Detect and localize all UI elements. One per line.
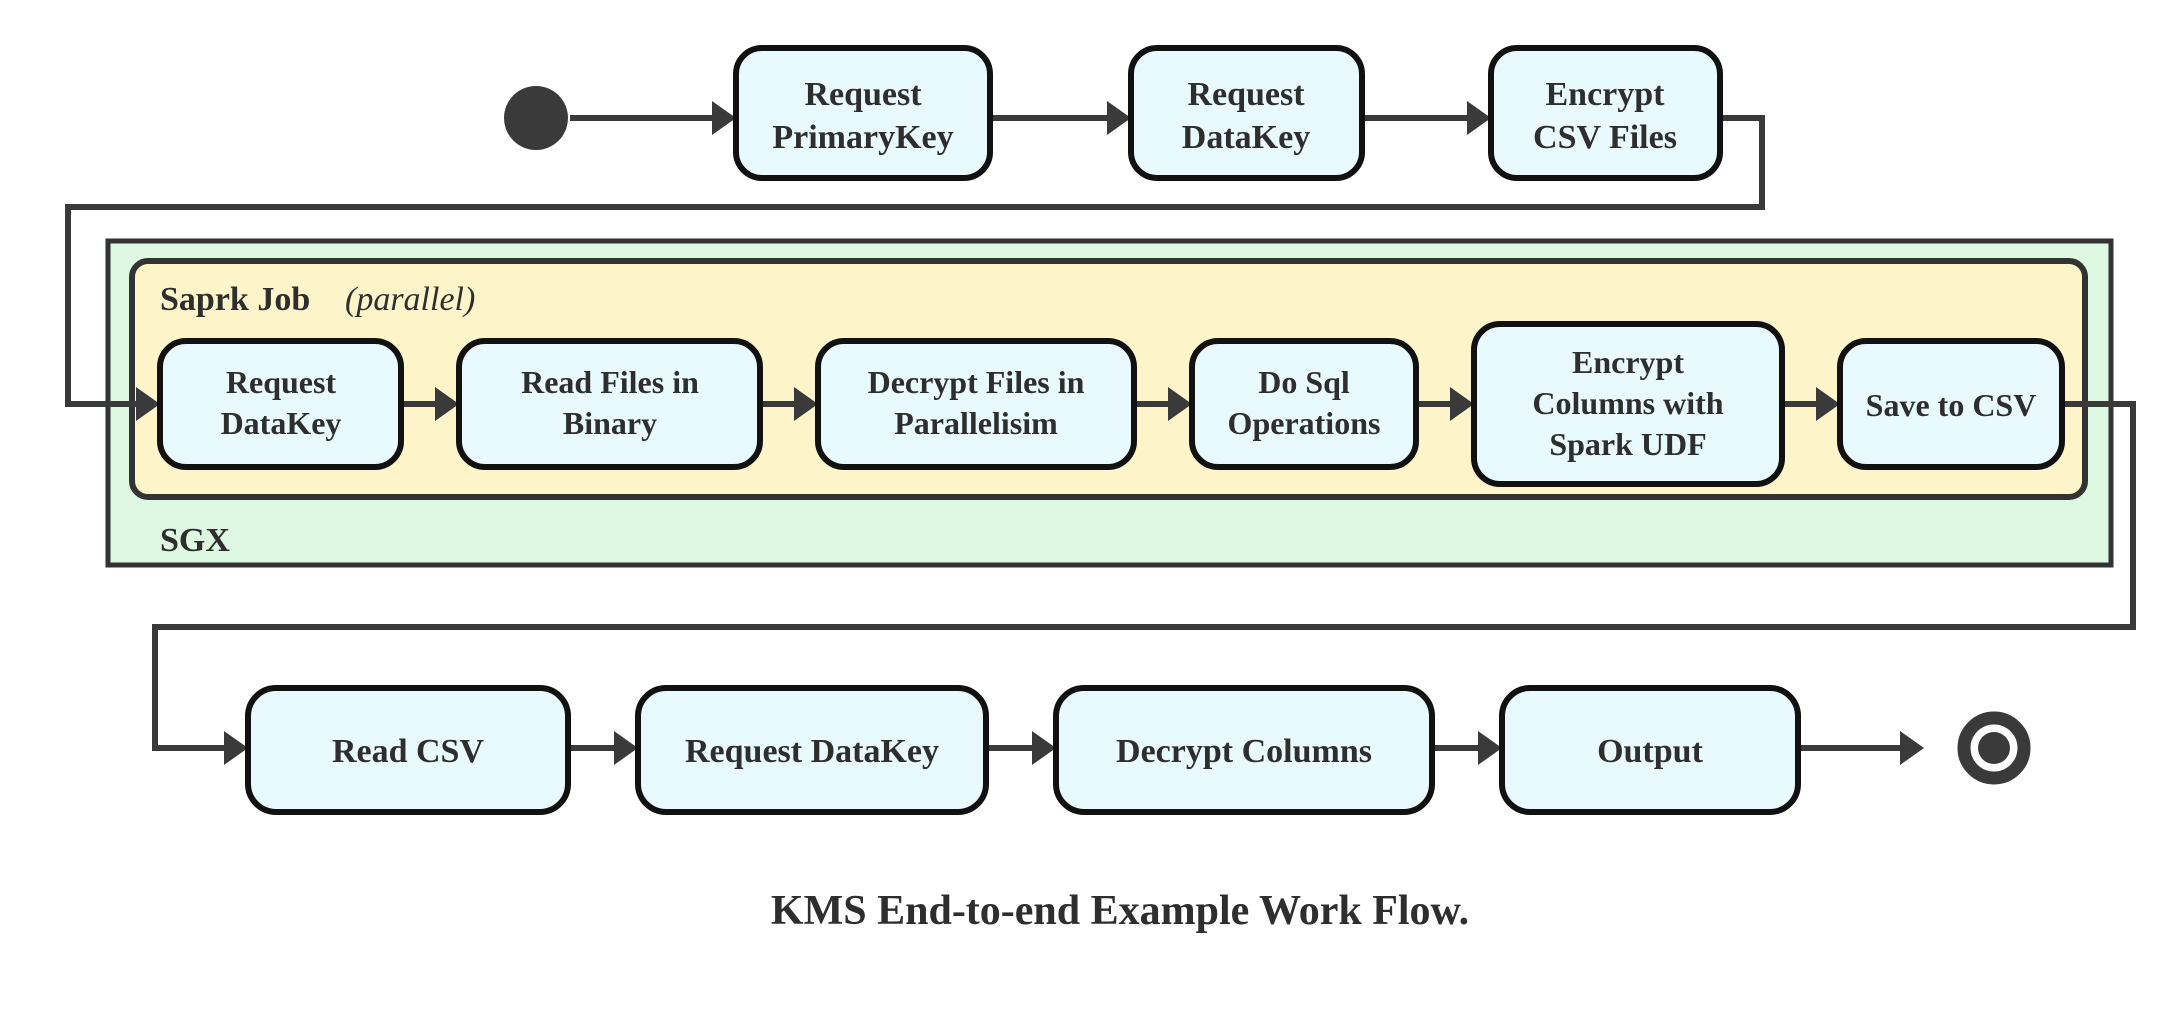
spark-job-parallel-modifier: (parallel) bbox=[345, 281, 475, 318]
node-read-csv[interactable]: Read CSV bbox=[245, 685, 571, 815]
node-label-line: Encrypt bbox=[1572, 344, 1684, 380]
arrowhead-read-files-to-decrypt-files bbox=[794, 387, 818, 421]
arrowhead-read-csv-to-request-datakey bbox=[614, 731, 638, 765]
node-label-line: Do Sql bbox=[1258, 364, 1350, 400]
node-save-to-csv[interactable]: Save to CSV bbox=[1837, 338, 2065, 470]
node-label-line: Request bbox=[1187, 76, 1305, 113]
arrowhead-encrypt-columns-to-save-csv bbox=[1816, 387, 1840, 421]
node-label-line: Read Files in bbox=[521, 364, 699, 400]
sgx-group-label: SGX bbox=[160, 522, 230, 559]
node-label-line: Decrypt Columns bbox=[1116, 733, 1372, 770]
spark-job-group-label: Saprk Job bbox=[160, 281, 310, 318]
node-label-line: Decrypt Files in bbox=[868, 364, 1085, 400]
arrowhead-do-sql-to-encrypt-columns bbox=[1450, 387, 1474, 421]
node-request-primarykey[interactable]: Request PrimaryKey bbox=[733, 45, 993, 181]
node-label-line: CSV Files bbox=[1533, 119, 1677, 156]
arrowhead-into-read-csv bbox=[224, 731, 248, 765]
edge-save-csv-to-read-csv bbox=[152, 401, 2136, 751]
arrowhead-datakey-to-encrypt-csv bbox=[1467, 101, 1491, 135]
diagram-caption: KMS End-to-end Example Work Flow. bbox=[771, 888, 1469, 934]
arrowhead-start-to-request-primarykey bbox=[712, 101, 736, 135]
node-encrypt-csv-files[interactable]: Encrypt CSV Files bbox=[1488, 45, 1723, 181]
node-decrypt-files-in-parallelisim[interactable]: Decrypt Files in Parallelisim bbox=[815, 338, 1137, 470]
node-decrypt-columns[interactable]: Decrypt Columns bbox=[1053, 685, 1435, 815]
arrowhead-into-spark-datakey bbox=[136, 387, 160, 421]
end-node-core bbox=[1978, 732, 2010, 764]
node-output[interactable]: Output bbox=[1499, 685, 1801, 815]
node-label-line: DataKey bbox=[221, 405, 342, 441]
node-label-line: Request bbox=[804, 76, 922, 113]
node-label-line: Read CSV bbox=[332, 733, 485, 770]
node-label-line: Request bbox=[226, 364, 337, 400]
node-label-line: Spark UDF bbox=[1549, 426, 1706, 462]
node-label-line: Output bbox=[1597, 733, 1703, 770]
node-label-line: Operations bbox=[1228, 405, 1381, 441]
node-label-line: Binary bbox=[563, 405, 657, 441]
node-read-files-in-binary[interactable]: Read Files in Binary bbox=[456, 338, 763, 470]
node-label-line: Encrypt bbox=[1546, 76, 1666, 113]
arrowhead-spark-datakey-to-read-files bbox=[435, 387, 459, 421]
node-request-datakey-spark[interactable]: Request DataKey bbox=[157, 338, 404, 470]
arrowhead-request-datakey-to-decrypt-columns bbox=[1032, 731, 1056, 765]
node-label-line: Save to CSV bbox=[1866, 387, 2037, 423]
arrowhead-output-to-end bbox=[1900, 731, 1924, 765]
arrowhead-primarykey-to-datakey bbox=[1107, 101, 1131, 135]
node-encrypt-columns-with-spark-udf[interactable]: Encrypt Columns with Spark UDF bbox=[1471, 321, 1785, 487]
arrowhead-decrypt-files-to-do-sql bbox=[1168, 387, 1192, 421]
node-do-sql-operations[interactable]: Do Sql Operations bbox=[1189, 338, 1419, 470]
node-request-datakey-bottom[interactable]: Request DataKey bbox=[635, 685, 989, 815]
node-request-datakey-top[interactable]: Request DataKey bbox=[1128, 45, 1365, 181]
node-label-line: Request DataKey bbox=[685, 733, 939, 770]
start-node bbox=[504, 86, 568, 150]
node-label-line: DataKey bbox=[1182, 119, 1310, 156]
arrowhead-decrypt-columns-to-output bbox=[1478, 731, 1502, 765]
node-label-line: Columns with bbox=[1532, 385, 1723, 421]
node-label-line: Parallelisim bbox=[894, 405, 1058, 441]
edge-encrypt-csv-to-spark-datakey bbox=[65, 115, 1765, 407]
node-label-line: PrimaryKey bbox=[772, 119, 953, 156]
